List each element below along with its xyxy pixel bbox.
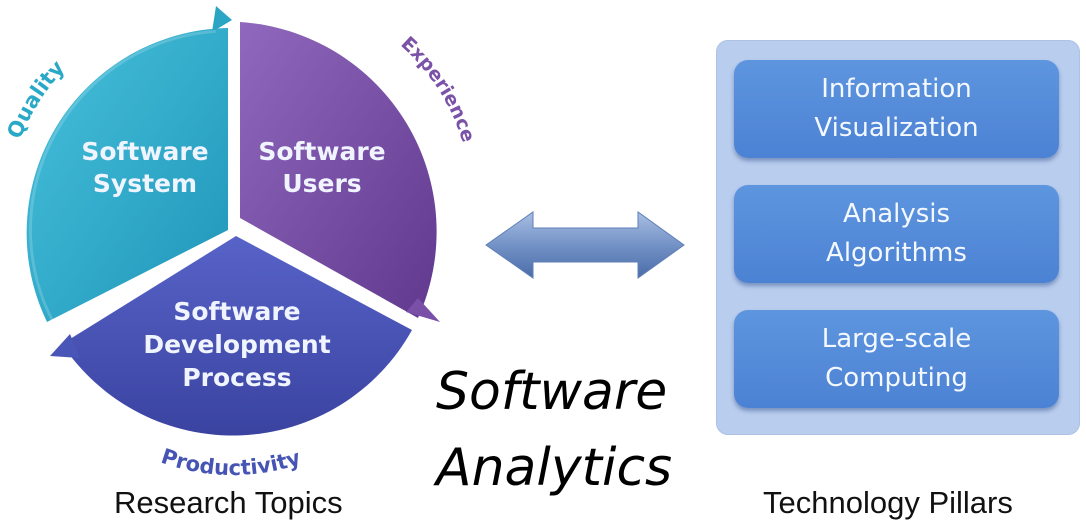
pillar-label-line2: Algorithms [826, 238, 967, 268]
segment-software-system: Software System [26, 6, 232, 329]
pillar-label-line2: Visualization [814, 113, 979, 143]
arrowhead-quality [212, 6, 232, 32]
title-line-2: Analytics [436, 438, 673, 498]
segment-software-users: Software Users [240, 22, 440, 322]
pillar-label-line2: Computing [825, 363, 968, 393]
pillar-information-visualization: Information Visualization [734, 60, 1059, 158]
title-line-1: Software [436, 362, 668, 422]
pillar-large-scale-computing: Large-scale Computing [734, 310, 1059, 408]
pillar-label-line1: Analysis [842, 199, 951, 229]
segment-software-development-process: Software Development Process [50, 236, 412, 436]
segment-label-system-1: Software [81, 137, 208, 166]
segment-label-system-2: System [93, 169, 197, 198]
pillar-label-line1: Large-scale [821, 324, 972, 354]
segment-label-users-2: Users [282, 169, 361, 198]
arrowhead-productivity [50, 334, 80, 358]
segment-label-process-1: Software [173, 297, 300, 326]
arc-label-productivity: Productivity [158, 444, 303, 480]
technology-pillars-panel: Information Visualization Analysis Algor… [716, 40, 1080, 435]
segment-label-users-1: Software [258, 137, 385, 166]
caption-research-topics: Research Topics [114, 485, 343, 520]
pillar-analysis-algorithms: Analysis Algorithms [734, 185, 1059, 283]
caption-technology-pillars: Technology Pillars [763, 485, 1013, 520]
segment-label-process-3: Process [182, 363, 291, 392]
segment-label-process-2: Development [143, 330, 330, 359]
pillar-label-line1: Information [821, 74, 972, 104]
arrowhead-experience [406, 298, 440, 322]
double-arrow-icon [485, 211, 685, 279]
